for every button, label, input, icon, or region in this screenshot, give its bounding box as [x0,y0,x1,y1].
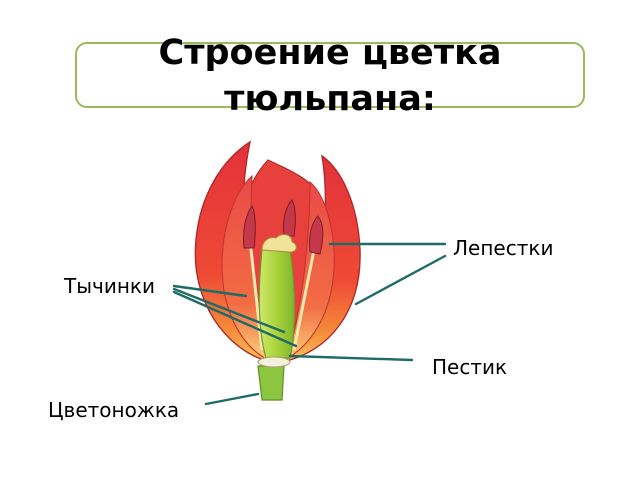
page-title: Строение цветка тюльпана: [158,33,502,119]
stamen-anther-1 [243,205,256,249]
stamen-filament-3 [292,239,318,351]
stamen-anther-3 [309,215,324,255]
receptacle [257,356,291,368]
leader-line-pistil [288,354,414,362]
label-petals: Лепестки [453,236,554,260]
leader-line-stamens-2 [172,287,286,334]
leader-line-petals-2 [354,254,447,306]
pedicel-stem [257,365,285,401]
stamen-filament-1 [248,239,264,351]
stamen-anther-2 [283,199,296,237]
leader-line-stamens-3 [172,290,298,348]
pistil-stigma [261,234,297,253]
leader-line-stamens-1 [172,284,248,298]
title-frame [75,42,585,108]
leader-line-pedicel [204,392,260,406]
label-pistil: Пестик [432,355,508,379]
label-stamens: Тычинки [64,274,155,298]
pistil-ovary [258,249,296,359]
label-pedicel: Цветоножка [48,398,180,422]
